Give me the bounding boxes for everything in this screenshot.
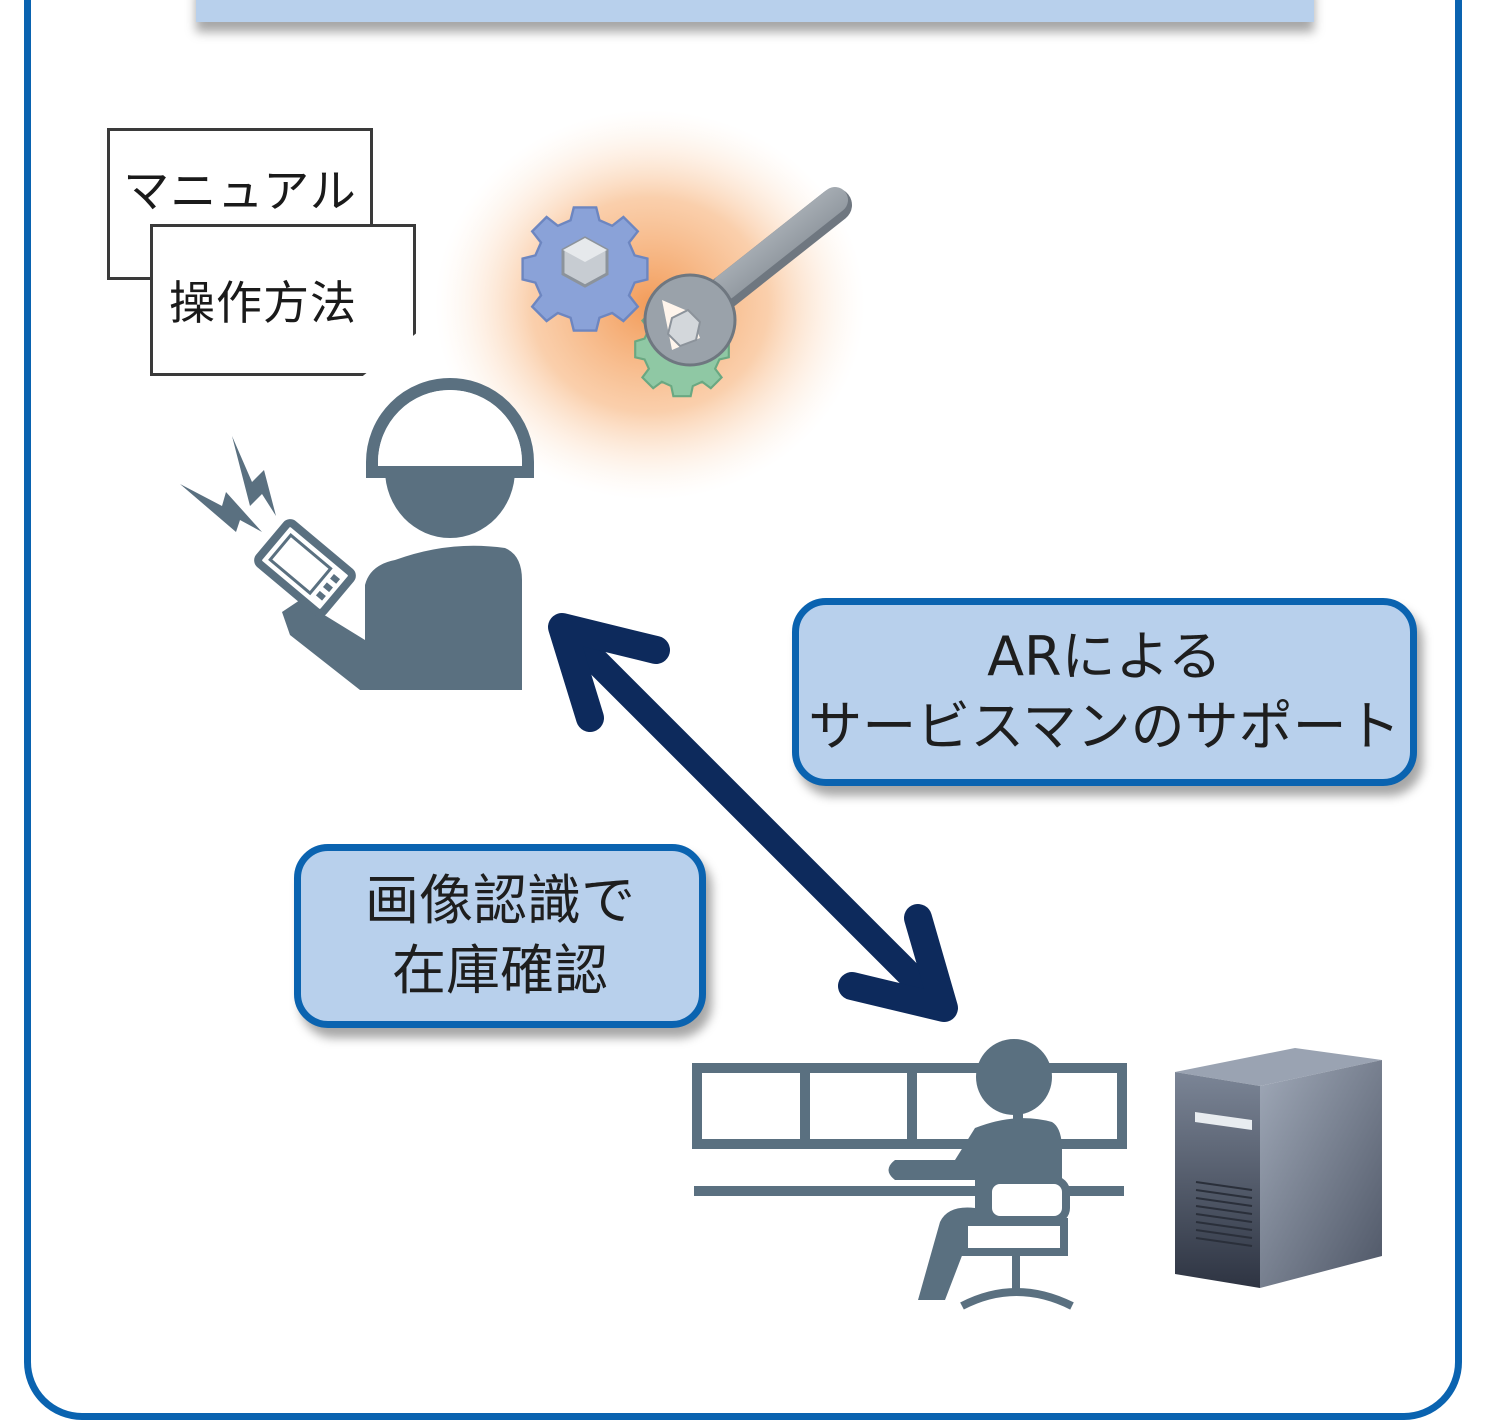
double-arrow-icon	[548, 613, 958, 1022]
method-label: 操作方法	[169, 276, 357, 330]
ar-support-line1: ARによる	[987, 624, 1222, 688]
inventory-line2: 在庫確認	[392, 939, 608, 1002]
inventory-callout: 画像認識で 在庫確認	[294, 844, 706, 1028]
signal-icon	[180, 436, 276, 532]
server-icon	[1175, 1048, 1382, 1288]
diagram-graphics	[180, 110, 1382, 1310]
field-worker-icon	[282, 378, 534, 690]
blue-gear-icon	[521, 206, 649, 332]
smartphone-icon	[254, 519, 356, 617]
ar-support-line2: サービスマンのサポート	[808, 695, 1401, 758]
top-banner	[196, 0, 1314, 22]
operation-method-document: 操作方法	[150, 224, 416, 376]
desk-line	[694, 1186, 1124, 1196]
wrench-icon	[643, 187, 852, 367]
operator-body	[888, 1118, 1062, 1300]
office-chair	[960, 1176, 1074, 1310]
manual-label: マニュアル	[123, 164, 357, 218]
inventory-line1: 画像認識で	[365, 868, 635, 932]
ar-support-callout: ARによる サービスマンのサポート	[792, 598, 1417, 786]
operator-icon	[692, 1039, 1127, 1310]
gear-wrench-icon	[521, 187, 852, 398]
operator-head	[976, 1039, 1052, 1115]
